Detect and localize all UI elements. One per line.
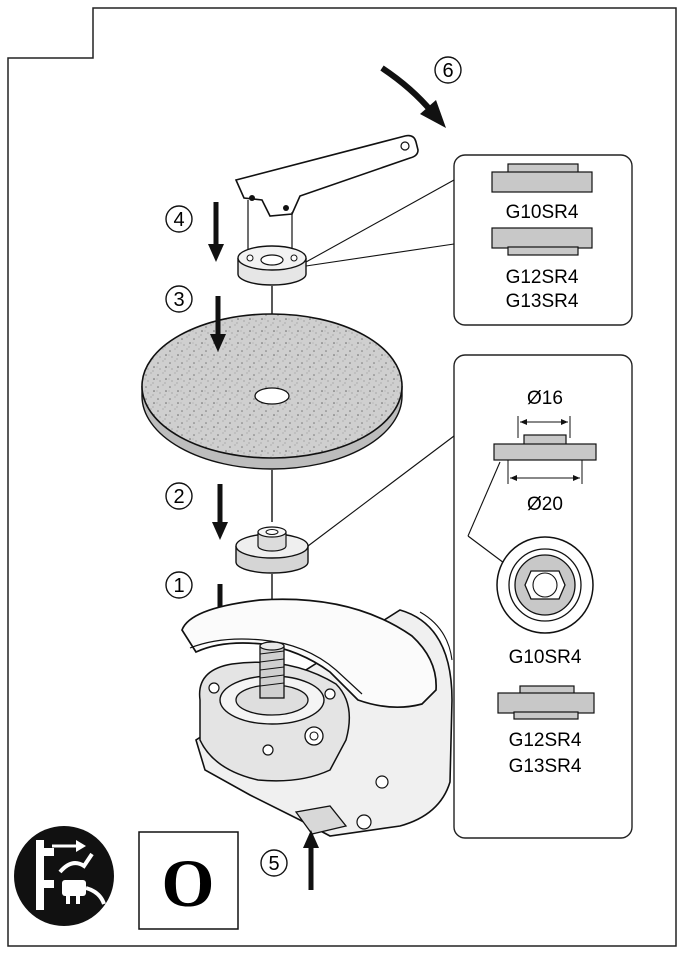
step-2-arrow (212, 484, 228, 540)
step-2-number: 2 (173, 486, 184, 508)
locknut-label-g12: G12SR4 (506, 267, 579, 288)
step-5-number: 5 (268, 853, 279, 875)
washer-label-g12: G12SR4 (509, 730, 582, 751)
step-3-arrow (210, 296, 226, 352)
step-6-arrow (380, 65, 446, 128)
dim-line-inner (517, 416, 571, 438)
wheel-washer (235, 526, 309, 574)
dimension-outer: Ø20 (527, 494, 563, 515)
unplug-icon (14, 826, 114, 926)
step-4-circle (165, 205, 193, 233)
grinding-wheel (141, 313, 403, 470)
leader-locknut-a (305, 179, 455, 263)
washer-label-g13: G13SR4 (509, 756, 582, 777)
dim-line-outer (507, 460, 583, 484)
lock-nut (237, 245, 307, 286)
step-4-arrow (208, 202, 224, 262)
step-6-number: 6 (442, 60, 453, 82)
leader-washer (307, 435, 455, 547)
switch-off-symbol: O (162, 845, 215, 921)
grinder-body (181, 598, 453, 837)
step-5-arrow (303, 830, 319, 890)
step-1-number: 1 (173, 575, 184, 597)
washer-profile-g10 (493, 434, 597, 461)
step-3-number: 3 (173, 289, 184, 311)
washer-top-view (467, 461, 594, 634)
dimension-inner: Ø16 (527, 388, 563, 409)
locknut-label-g13: G13SR4 (506, 291, 579, 312)
leader-locknut-b (305, 243, 455, 267)
step-3-circle (165, 285, 193, 313)
step-1-circle (165, 571, 193, 599)
step-4-number: 4 (173, 209, 184, 231)
washer-profile-g12 (497, 685, 595, 720)
step-2-circle (165, 482, 193, 510)
switch-off-icon (138, 831, 239, 930)
nut-profile-g12 (491, 227, 593, 256)
locknut-label-g10: G10SR4 (506, 202, 579, 223)
nut-profile-g10 (491, 163, 593, 193)
step-5-circle (260, 849, 288, 877)
washer-label-g10: G10SR4 (509, 647, 582, 668)
step-6-circle (434, 56, 462, 84)
